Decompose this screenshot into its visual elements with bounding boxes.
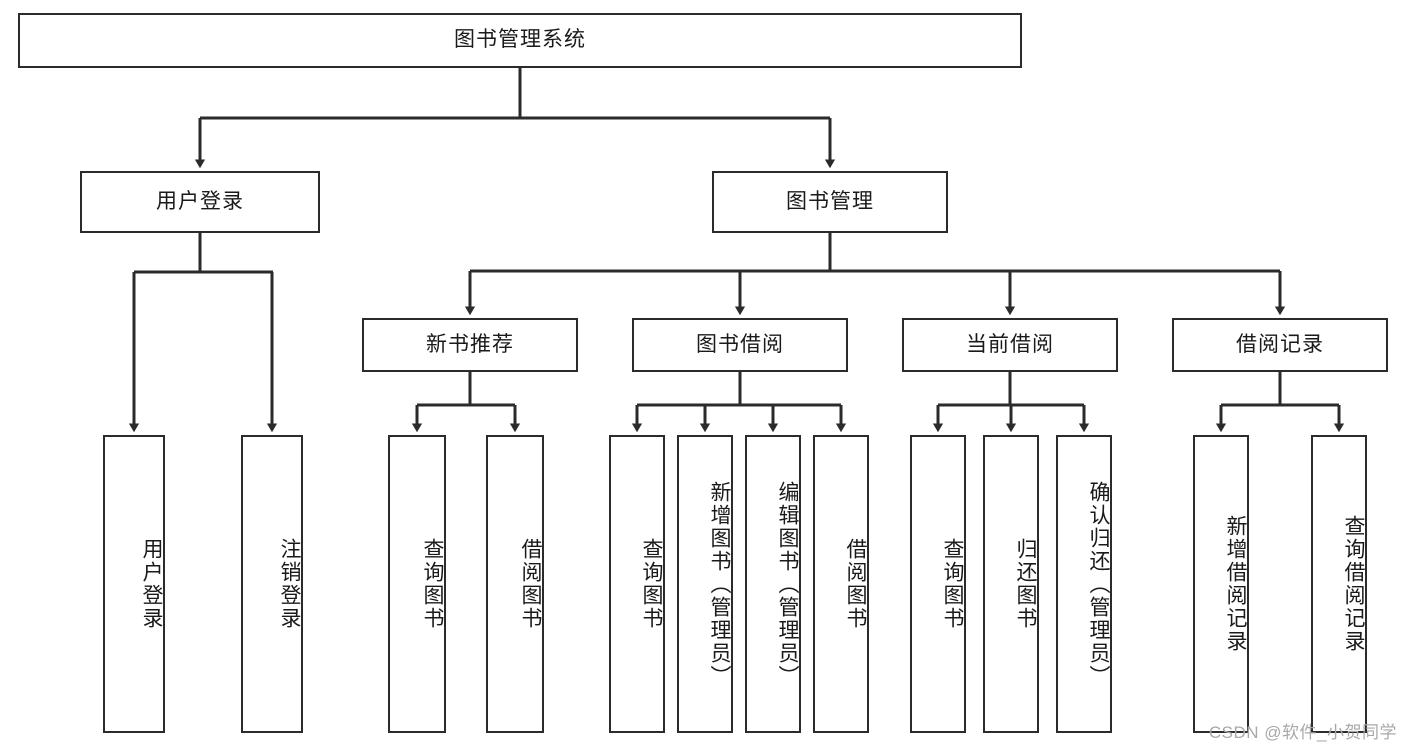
- node-label: 借阅记录: [1236, 332, 1324, 356]
- node-leaf-edit-book[interactable]: 编辑图书（管理员）: [745, 435, 801, 733]
- node-label: 查询图书: [941, 538, 964, 630]
- node-leaf-user-logout[interactable]: 注销登录: [241, 435, 303, 733]
- node-label: 确认归还（管理员）: [1087, 480, 1110, 688]
- node-label: 新书推荐: [426, 332, 514, 356]
- node-label: 查询图书: [421, 538, 444, 630]
- node-leaf-add-book[interactable]: 新增图书（管理员）: [677, 435, 733, 733]
- node-label: 归还图书: [1014, 538, 1037, 630]
- node-label: 图书借阅: [696, 332, 784, 356]
- node-root-system[interactable]: 图书管理系统: [18, 13, 1022, 68]
- node-leaf-return-book[interactable]: 归还图书: [983, 435, 1039, 733]
- node-leaf-borrow-book-recommend[interactable]: 借阅图书: [486, 435, 544, 733]
- node-user-login[interactable]: 用户登录: [80, 171, 320, 233]
- node-leaf-query-book-borrow[interactable]: 查询图书: [609, 435, 665, 733]
- node-label: 借阅图书: [844, 538, 867, 630]
- node-current-borrow[interactable]: 当前借阅: [902, 318, 1118, 372]
- node-label: 新增图书（管理员）: [708, 480, 731, 688]
- node-leaf-borrow-book[interactable]: 借阅图书: [813, 435, 869, 733]
- node-label: 查询图书: [640, 538, 663, 630]
- node-label: 查询借阅记录: [1342, 515, 1365, 653]
- node-label: 编辑图书（管理员）: [776, 480, 799, 688]
- node-leaf-add-borrow-record[interactable]: 新增借阅记录: [1193, 435, 1249, 733]
- node-label: 当前借阅: [966, 332, 1054, 356]
- node-leaf-query-borrow-record[interactable]: 查询借阅记录: [1311, 435, 1367, 733]
- node-leaf-query-book-recommend[interactable]: 查询图书: [388, 435, 446, 733]
- node-label: 用户登录: [140, 538, 163, 630]
- node-book-management[interactable]: 图书管理: [712, 171, 948, 233]
- node-label: 新增借阅记录: [1224, 515, 1247, 653]
- node-book-borrow[interactable]: 图书借阅: [632, 318, 848, 372]
- node-label: 注销登录: [278, 538, 301, 630]
- node-label: 用户登录: [156, 189, 244, 213]
- node-leaf-confirm-return[interactable]: 确认归还（管理员）: [1056, 435, 1112, 733]
- node-label: 借阅图书: [519, 538, 542, 630]
- node-label: 图书管理: [786, 189, 874, 213]
- node-label: 图书管理系统: [454, 28, 586, 52]
- node-new-book-recommend[interactable]: 新书推荐: [362, 318, 578, 372]
- node-leaf-user-login[interactable]: 用户登录: [103, 435, 165, 733]
- node-borrow-record[interactable]: 借阅记录: [1172, 318, 1388, 372]
- node-leaf-query-book-current[interactable]: 查询图书: [910, 435, 966, 733]
- csdn-watermark: CSDN @软件_小贺同学: [1208, 723, 1397, 742]
